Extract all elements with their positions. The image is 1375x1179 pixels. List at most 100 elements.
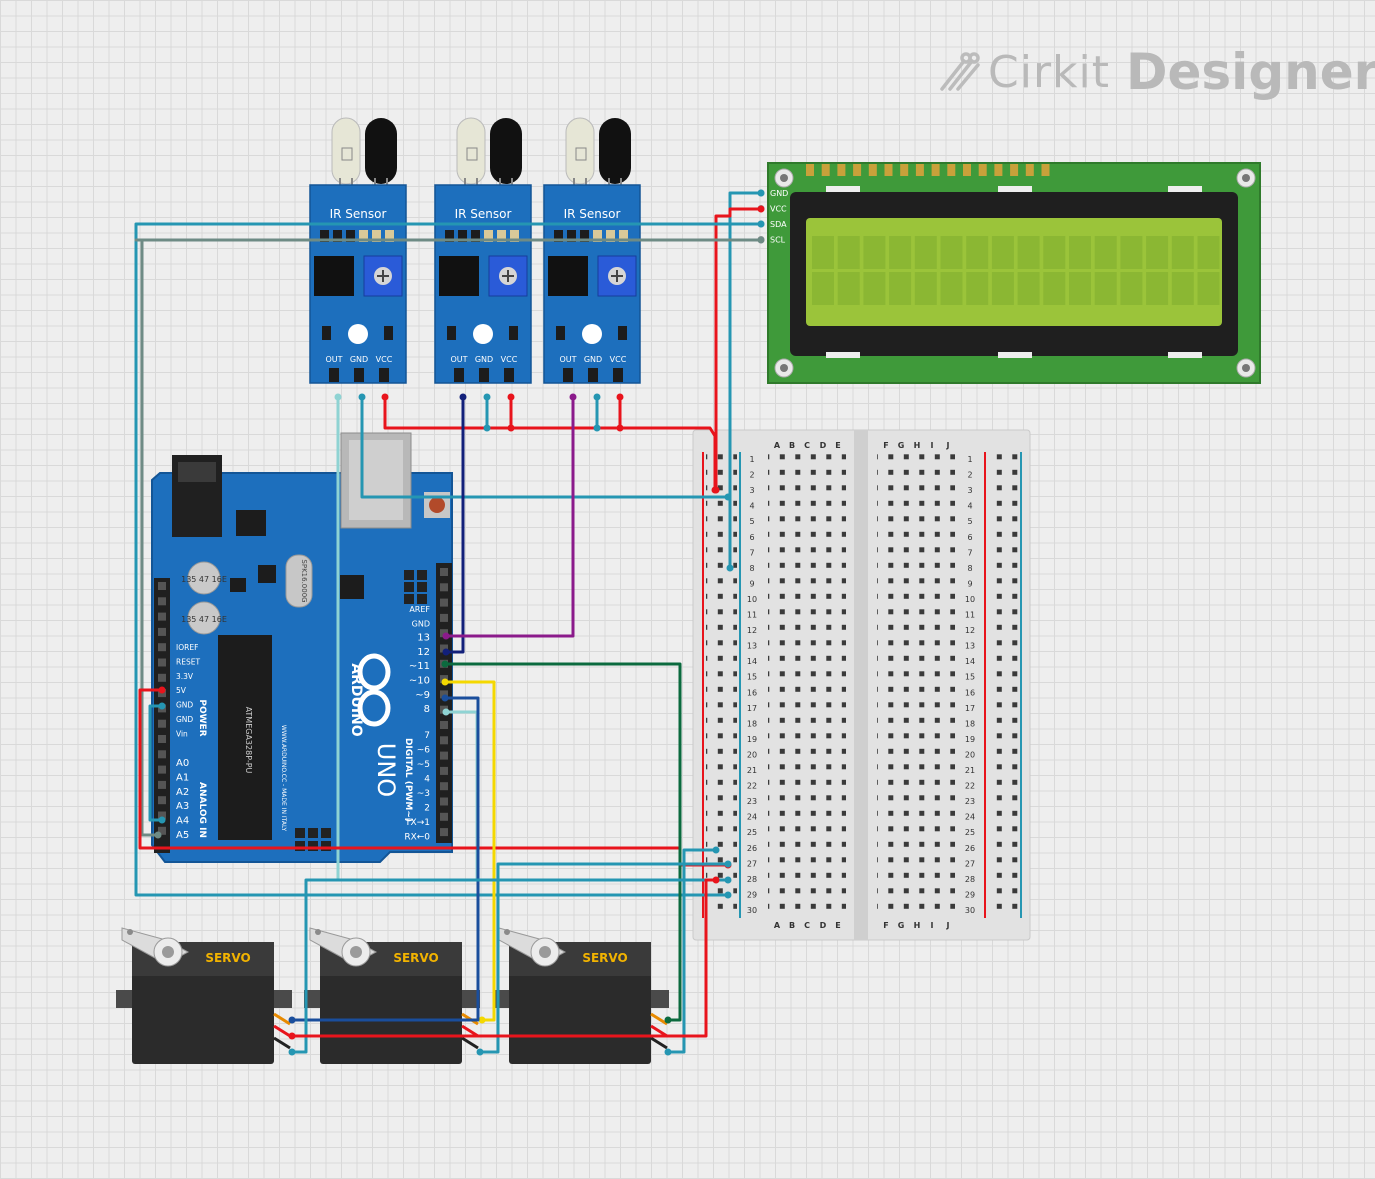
uno-header-pin[interactable] (158, 673, 166, 682)
lcd-header-pin (915, 164, 924, 176)
servo-3[interactable]: SERVO (493, 927, 669, 1064)
wire-servo2-signal[interactable] (443, 680, 496, 1022)
uno-header-pin[interactable] (158, 627, 166, 636)
wire-uno-gnd[interactable] (148, 704, 164, 822)
wire-servo-vcc[interactable] (290, 878, 718, 1038)
uno-header-pin[interactable] (440, 766, 448, 775)
uno-header-pin[interactable] (158, 597, 166, 606)
wire-endpoint (757, 205, 765, 213)
wire-lcd-gnd[interactable] (728, 191, 763, 570)
uno-header-pin[interactable] (440, 812, 448, 821)
ir-pin-gnd[interactable] (354, 368, 364, 382)
bb-row-label: 9 (749, 579, 754, 588)
uno-header-pin[interactable] (440, 736, 448, 745)
uno-header-pin[interactable] (440, 598, 448, 607)
lcd-character-cell (966, 272, 989, 305)
wire-ir2-out[interactable] (444, 395, 465, 654)
bb-row-label: 24 (747, 813, 757, 822)
uno-header-pin[interactable] (158, 796, 166, 805)
uno-pin-label: ~11 (409, 661, 430, 672)
wire-servo3-signal[interactable] (443, 662, 682, 1022)
arduino-uno[interactable]: 135 47 16E 135 47 16E SPK16.000G ATMEGA3… (151, 432, 453, 863)
uno-header-pin[interactable] (158, 612, 166, 621)
bb-row-label: 8 (749, 564, 754, 573)
ir-sensor-title: IR Sensor (330, 207, 387, 221)
wire-lcd-scl[interactable] (134, 238, 763, 837)
bb-row-label: 21 (747, 766, 757, 775)
uno-pin-label: ~3 (417, 789, 430, 799)
wire-ir1-vcc[interactable] (383, 395, 717, 492)
bb-row-label: 19 (747, 735, 757, 744)
lcd-header-pin (806, 164, 814, 176)
bb-col-label: D (820, 441, 827, 450)
lcd-pin-label: VCC (770, 205, 787, 214)
uno-header-pin[interactable] (440, 782, 448, 791)
ir-pin-vcc[interactable] (379, 368, 389, 382)
uno-header-pin[interactable] (440, 644, 448, 653)
uno-header-pin[interactable] (158, 750, 166, 759)
wire-servo1-gnd[interactable] (290, 878, 730, 1054)
bb-row-label: 18 (747, 719, 757, 728)
servo-2[interactable]: SERVO (304, 927, 480, 1064)
wire-endpoint (154, 831, 162, 839)
wire-endpoint (724, 860, 732, 868)
bb-row-label: 29 (747, 890, 757, 899)
bb-col-label: I (931, 921, 934, 930)
comparator-chip (439, 256, 479, 296)
uno-header-pin[interactable] (158, 643, 166, 652)
capacitor-label: 135 47 16E (181, 615, 227, 624)
bb-row-label: 1 (749, 455, 754, 464)
uno-header-pin[interactable] (158, 735, 166, 743)
ir-pin-out[interactable] (454, 368, 464, 382)
wire-servo1-signal[interactable] (290, 696, 480, 1022)
wire-servo2-gnd[interactable] (478, 862, 730, 1054)
uno-header-pin[interactable] (440, 568, 448, 576)
servo-1[interactable]: SERVO (116, 927, 292, 1064)
icsp-pin (321, 841, 331, 851)
uno-header-pin[interactable] (158, 780, 166, 789)
ir-pin-gnd[interactable] (588, 368, 598, 382)
ir-pin-vcc[interactable] (504, 368, 514, 382)
uno-pin-label: A3 (176, 801, 189, 812)
uno-header-pin[interactable] (158, 719, 166, 728)
uno-header-pin[interactable] (158, 811, 166, 820)
bb-col-label: G (898, 441, 905, 450)
ir-pin-gnd[interactable] (479, 368, 489, 382)
ir-pin-out[interactable] (329, 368, 339, 382)
digital-label: DIGITAL (PWM~) (403, 738, 413, 822)
wire-lcd-vcc[interactable] (714, 207, 763, 492)
servo-label: SERVO (393, 951, 438, 965)
bb-row-label: 7 (967, 548, 972, 557)
uno-header-pin[interactable] (158, 765, 166, 774)
wire-ir1-gnd[interactable] (360, 395, 730, 499)
uno-header-pin[interactable] (440, 751, 448, 760)
lcd-pin-label: SDA (770, 220, 787, 229)
uno-header-pin[interactable] (158, 826, 166, 835)
lcd-character-cell (1094, 236, 1117, 269)
uno-header-pin[interactable] (440, 613, 448, 622)
uno-header-pin[interactable] (440, 721, 448, 729)
wire-endpoint (288, 1048, 296, 1056)
uno-header-pin[interactable] (440, 690, 448, 699)
bb-row-label: 13 (747, 642, 757, 651)
ir-sensor-title: IR Sensor (564, 207, 621, 221)
ir-pin-vcc[interactable] (613, 368, 623, 382)
wire-servo3-gnd[interactable] (666, 848, 718, 1054)
uno-header-pin[interactable] (440, 583, 448, 592)
uno-pin-label: IOREF (176, 643, 198, 652)
ir-pin-out[interactable] (563, 368, 573, 382)
wire-ir3-out[interactable] (444, 395, 575, 638)
uno-header-pin[interactable] (440, 797, 448, 806)
lcd-character-cell (1094, 272, 1117, 305)
uno-header-pin[interactable] (440, 828, 448, 837)
servo-label: SERVO (205, 951, 250, 965)
uno-header-pin[interactable] (158, 582, 166, 590)
wire-lcd-sda[interactable] (134, 222, 763, 897)
uno-header-pin[interactable] (158, 658, 166, 667)
lcd-header-pin (837, 164, 846, 176)
